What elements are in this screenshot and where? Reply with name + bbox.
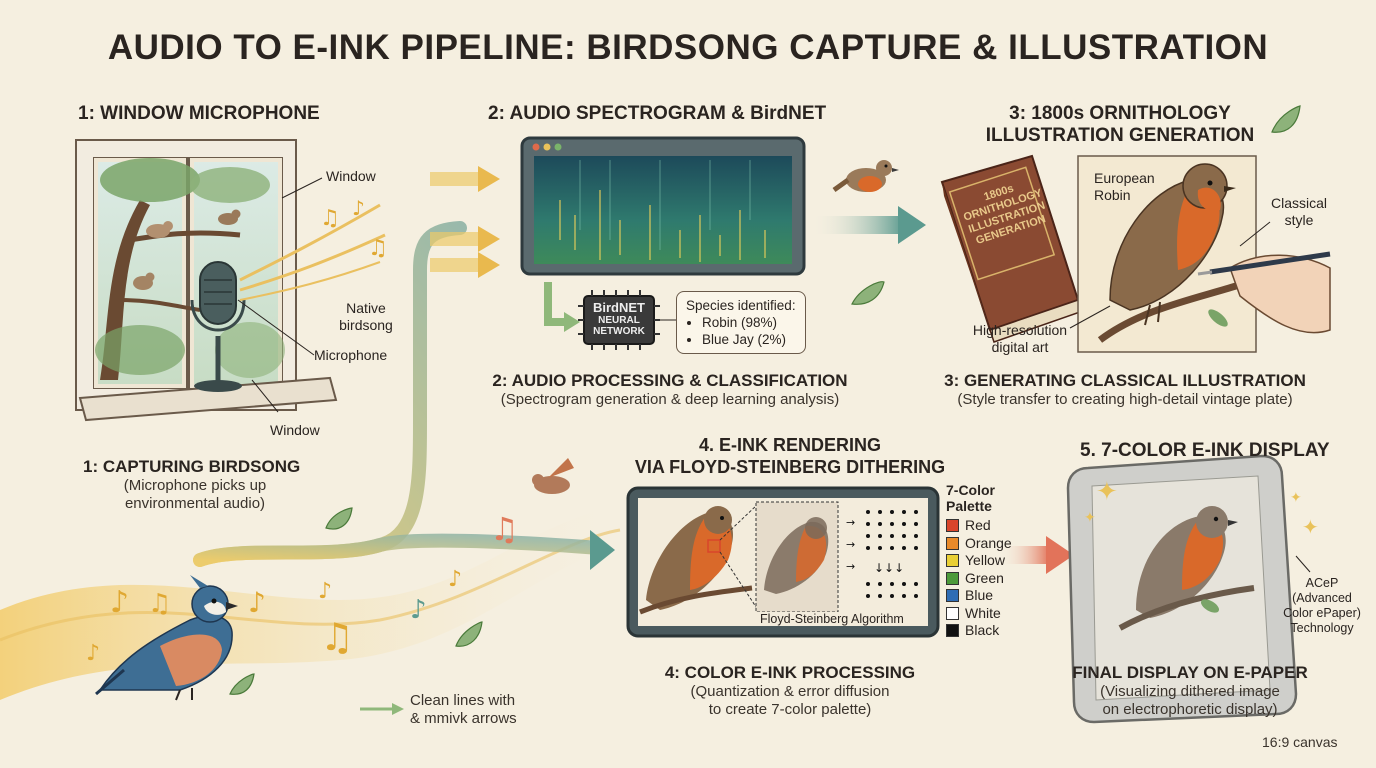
dithering-tablet: → → → ↓↓↓: [626, 486, 940, 638]
palette-label: White: [965, 604, 1001, 621]
svg-text:♪: ♪: [86, 641, 100, 666]
stage2-caption-title: 2: AUDIO PROCESSING & CLASSIFICATION: [492, 371, 848, 390]
leaf-decorations: [229, 105, 1301, 695]
svg-text:♫: ♫: [368, 236, 388, 261]
palette-item-green: Green: [946, 570, 1012, 588]
palette-item-yellow: Yellow: [946, 552, 1012, 570]
stage2-header: 2: AUDIO SPECTROGRAM & BirdNET: [488, 103, 827, 124]
palette-label: Orange: [965, 534, 1012, 551]
stage5-header: 5. 7-COLOR E-INK DISPLAY: [1080, 440, 1330, 461]
page-title: AUDIO TO E-INK PIPELINE: BIRDSONG CAPTUR…: [107, 28, 1269, 67]
palette-item-blue: Blue: [946, 587, 1012, 605]
svg-text:→: →: [846, 560, 855, 573]
palette-label: Green: [965, 569, 1004, 586]
palette-label: Red: [965, 517, 991, 533]
flying-robin: [532, 458, 574, 494]
label-acep: ACeP (Advanced Color ePaper) Technology: [1283, 576, 1361, 635]
svg-text:♫: ♫: [490, 510, 519, 548]
algorithm-label: Floyd-Steinberg Algorithm: [756, 612, 908, 626]
svg-text:♫: ♫: [148, 589, 171, 619]
svg-text:✦: ✦: [1302, 515, 1319, 539]
stage4-header: 4. E-INK RENDERING VIA FLOYD-STEINBERG D…: [634, 435, 946, 477]
svg-text:→: →: [846, 516, 855, 529]
label-window-top: Window: [326, 168, 376, 184]
palette-swatch: [946, 589, 959, 603]
svg-text:♪: ♪: [318, 579, 332, 604]
species-title: Species identified:: [686, 298, 796, 313]
svg-text:↓↓↓: ↓↓↓: [874, 561, 904, 575]
palette-item-red: Red: [946, 517, 1012, 535]
palette-swatch: [946, 519, 959, 533]
stage4-caption-sub: (Quantization & error diffusion to creat…: [690, 683, 890, 718]
palette-item-black: Black: [946, 622, 1012, 640]
species-item: Blue Jay (2%): [702, 331, 796, 348]
stage4-caption-title: 4: COLOR E-INK PROCESSING: [664, 663, 916, 682]
eink-reader: ✦ ✦ ✦ ✦: [1066, 454, 1319, 724]
window-illustration: ♫ ♪ ♫: [75, 139, 388, 422]
birdnet-chip: BirdNET NEURAL NETWORK: [584, 300, 654, 338]
chip-title: BirdNET: [593, 300, 645, 315]
species-item: Robin (98%): [702, 314, 796, 331]
ornithology-book: [940, 154, 1081, 343]
blue-jay: [95, 575, 238, 701]
small-robin: [832, 160, 899, 193]
palette-swatch: [946, 536, 959, 550]
stage5-caption-sub: (Visualizing dithered image on electroph…: [1100, 683, 1280, 718]
chip-sub: NEURAL NETWORK: [593, 315, 645, 337]
stage5-caption-title: FINAL DISPLAY ON E-PAPER: [1072, 663, 1308, 682]
palette-item-white: White: [946, 605, 1012, 623]
arrow-to-stage3: [812, 216, 904, 234]
svg-text:♪: ♪: [110, 585, 129, 620]
label-high-resolution: High-resolution digital art: [972, 322, 1068, 355]
species-box: Species identified: Robin (98%) Blue Jay…: [676, 291, 806, 354]
svg-text:→: →: [846, 538, 855, 551]
svg-text:♪: ♪: [352, 196, 365, 220]
svg-text:✦: ✦: [1290, 490, 1302, 506]
arrow-to-stage4: [590, 530, 615, 570]
stage3-caption-sub: (Style transfer to creating high-detail …: [957, 391, 1293, 408]
svg-text:♫: ♫: [320, 615, 354, 659]
stage1-caption-title: 1: CAPTURING BIRDSONG: [83, 457, 301, 476]
palette-swatch: [946, 606, 959, 620]
arrow-to-stage5: [1000, 546, 1050, 564]
stage3-caption-title: 3: GENERATING CLASSICAL ILLUSTRATION: [944, 371, 1306, 390]
svg-text:✦: ✦: [1084, 510, 1096, 526]
svg-text:♪: ♪: [448, 567, 462, 592]
robin-plate: [1069, 155, 1331, 353]
stage1-header: 1: WINDOW MICROPHONE: [78, 103, 320, 124]
palette-label: Black: [965, 622, 1000, 638]
label-european-robin: European Robin: [1094, 170, 1155, 203]
stage3-header: 3: 1800s ORNITHOLOGY ILLUSTRATION GENERA…: [985, 103, 1255, 146]
canvas-note: 16:9 canvas: [1262, 734, 1338, 750]
stage2-caption-sub: (Spectrogram generation & deep learning …: [500, 391, 840, 408]
dither-dot-grid: → → → ↓↓↓: [846, 510, 918, 598]
label-birdsong: Native birdsong: [339, 300, 393, 333]
palette-swatch: [946, 571, 959, 585]
palette-swatch: [946, 554, 959, 568]
spectrogram-monitor: [520, 136, 806, 350]
label-microphone: Microphone: [314, 347, 388, 363]
svg-text:♫: ♫: [320, 206, 340, 231]
label-window-bottom: Window: [270, 422, 320, 438]
svg-text:♪: ♪: [410, 595, 427, 625]
legend-text: Clean lines with & mmivk arrows: [410, 692, 517, 727]
palette-label: Blue: [965, 587, 994, 603]
palette-swatch: [946, 624, 959, 638]
palette-title: 7-Color Palette: [946, 482, 995, 514]
stage1-caption-sub: (Microphone picks up environmental audio…: [123, 477, 267, 512]
palette-item-orange: Orange: [946, 535, 1012, 553]
palette-label: Yellow: [965, 552, 1005, 568]
music-notes: ♪ ♫ ♪ ♪ ♫ ♪ ♪ ♫ ♪: [86, 510, 519, 666]
label-classical-style: Classical style: [1270, 195, 1327, 228]
svg-text:✦: ✦: [1096, 477, 1118, 507]
svg-text:♪: ♪: [248, 586, 266, 619]
